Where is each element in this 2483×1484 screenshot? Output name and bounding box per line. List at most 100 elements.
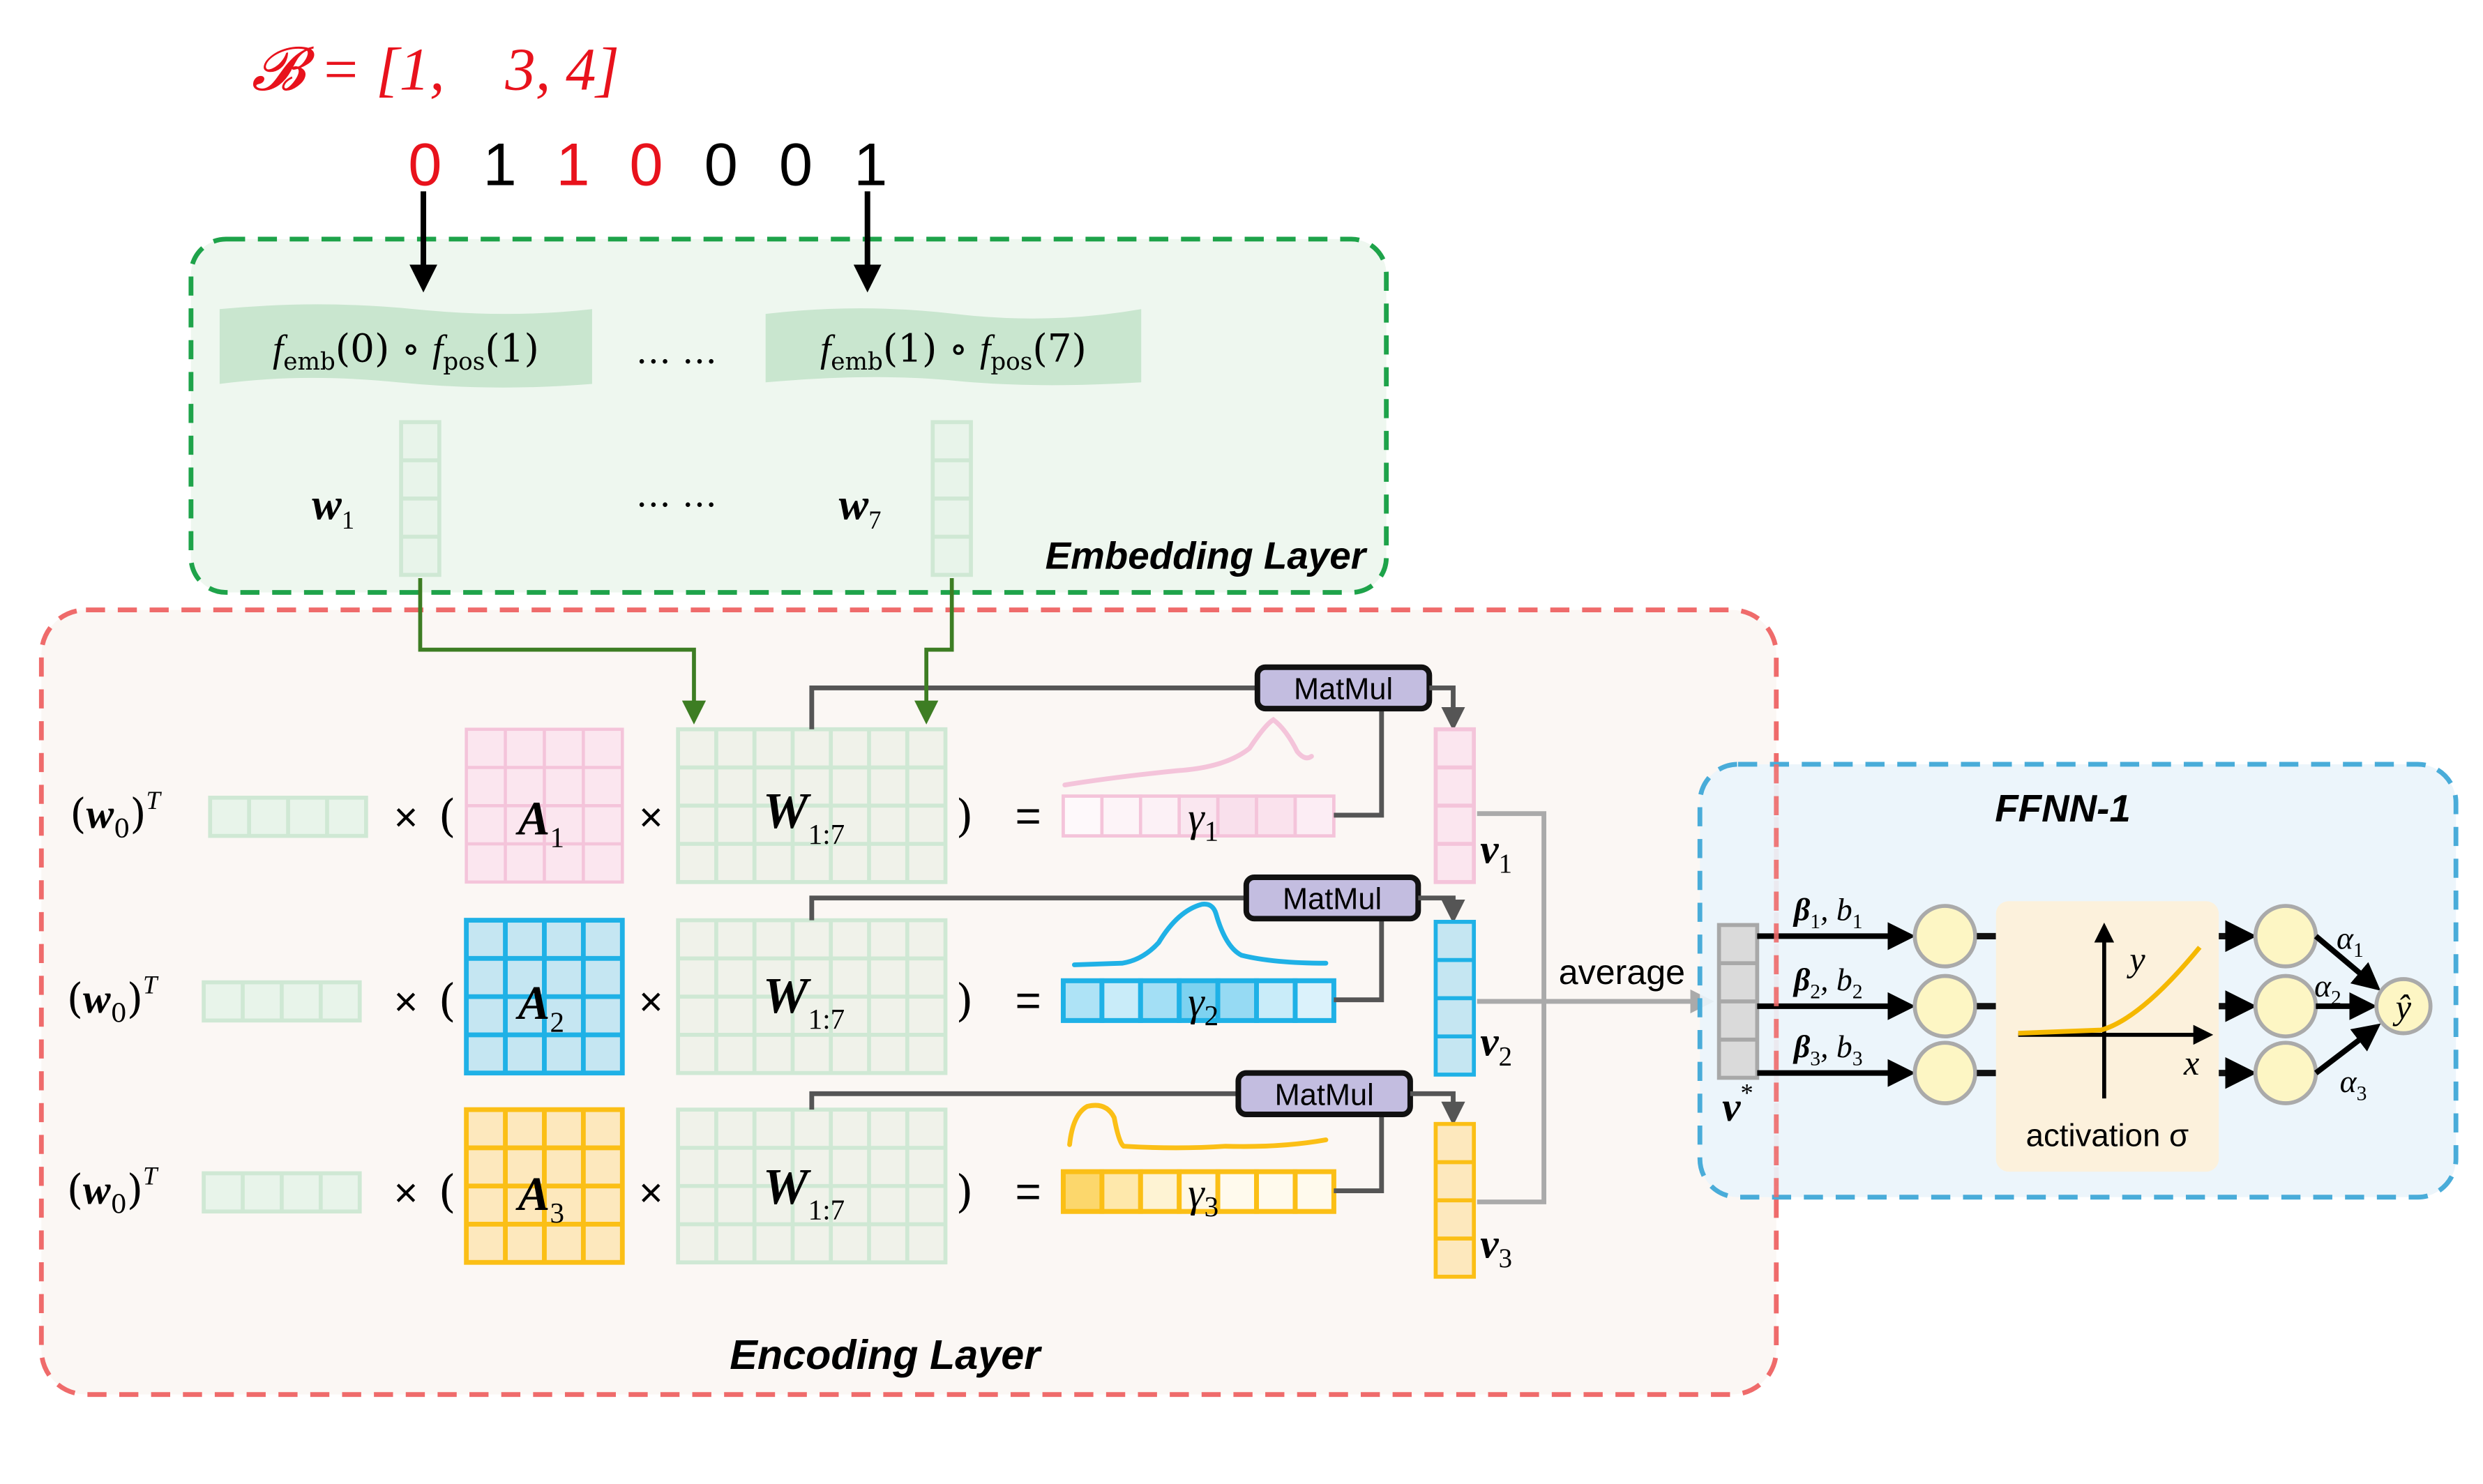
matrix-W	[676, 918, 948, 1075]
average-bracket	[1477, 811, 1547, 1204]
v-label: v3	[1480, 1220, 1512, 1273]
w-to-matmul-line	[809, 1091, 1239, 1110]
v-label: v2	[1480, 1019, 1512, 1072]
open-paren: (	[439, 791, 456, 842]
w0-transpose-label: (w0)T	[67, 971, 159, 1029]
matmul-to-v-arrow	[1410, 1091, 1465, 1126]
bit-digit: 0	[629, 131, 663, 198]
set-label: 𝓑 = [1, 3, 4]	[252, 36, 620, 103]
ffnn-input-3: β3, b3	[1757, 1029, 1996, 1105]
gamma-cell	[1177, 978, 1221, 1023]
gamma-cell	[1255, 794, 1297, 838]
gamma-vector-1	[1062, 794, 1336, 838]
embedding-to-w-arrow-last	[914, 577, 954, 725]
gamma-vector-2	[1060, 978, 1336, 1023]
hidden-node	[1912, 974, 1977, 1039]
w0-transpose-label: (w0)T	[67, 1161, 159, 1219]
activation-box: y x activation σ	[1995, 901, 2219, 1172]
ffnn-outputs: α1 α2 α3	[2219, 904, 2381, 1105]
gamma-cell	[1099, 1169, 1143, 1214]
v-star-vector	[1716, 923, 1760, 1080]
gamma-cell	[1254, 1169, 1298, 1214]
output-node	[2374, 977, 2433, 1036]
gamma-cell	[1293, 794, 1336, 838]
alpha-arrow	[2314, 1023, 2381, 1075]
matmul-to-v-arrow	[1429, 685, 1465, 732]
v-star-label: v*	[1722, 1079, 1753, 1130]
matrix-W-label: W1:7	[763, 1158, 845, 1226]
times-symbol: ×	[639, 978, 663, 1025]
average-connector: average	[1477, 811, 1714, 1204]
attention-curve	[1067, 1103, 1329, 1151]
times-symbol: ×	[639, 794, 663, 840]
ellipsis-top: … …	[636, 331, 717, 372]
times-symbol: ×	[394, 978, 418, 1025]
matrix-A2	[464, 918, 625, 1076]
ffnn-title: FFNN-1	[1995, 787, 2131, 830]
gamma-cell	[1100, 794, 1142, 838]
hidden-node	[1912, 1040, 1977, 1105]
matrix-W	[676, 1107, 948, 1265]
v3-vector	[1433, 1121, 1477, 1279]
equals-sign: =	[1016, 1166, 1041, 1216]
matmul-to-v-arrow	[1418, 895, 1465, 924]
attention-curve	[1062, 716, 1314, 788]
ffnn-output-2: α2	[2219, 968, 2378, 1039]
gamma-cell	[1215, 978, 1259, 1023]
matrix-A1	[465, 727, 624, 884]
matrix-W-label: W1:7	[763, 967, 845, 1035]
matmul-label: MatMul	[1294, 672, 1393, 706]
gamma-to-matmul-line	[1334, 917, 1384, 1003]
w0-vector	[202, 1171, 362, 1214]
w0-vector	[208, 796, 368, 838]
gamma-to-matmul-line	[1334, 706, 1384, 818]
close-paren: )	[956, 976, 973, 1027]
embedding-formula-last: femb(1) ∘ fpos(7)	[820, 326, 1087, 376]
beta-bias-label: β2, b2	[1793, 962, 1863, 1003]
embedding-layer-title: Embedding Layer	[1046, 533, 1368, 577]
gamma-cell	[1138, 978, 1182, 1023]
matmul-block: MatMul	[1243, 874, 1421, 922]
bit-digit: 1	[483, 131, 516, 198]
alpha-label: α3	[2340, 1063, 2367, 1105]
open-paren: (	[439, 976, 456, 1027]
gamma-cell	[1138, 1169, 1182, 1214]
times-symbol: ×	[394, 794, 418, 840]
axis-x-label: x	[2183, 1043, 2199, 1082]
activation-curve	[2018, 946, 2202, 1036]
alpha-label: α2	[2314, 968, 2341, 1009]
encoding-layer: Encoding Layer (w0)T×(A1×W1:7)=γ1MatMulv…	[38, 607, 1779, 1398]
bit-digit: 0	[408, 131, 441, 198]
times-symbol: ×	[639, 1169, 663, 1216]
close-paren: )	[956, 791, 973, 842]
gamma-cell	[1216, 794, 1258, 838]
w-first-label: w1	[312, 480, 354, 535]
output-hidden-node	[2253, 974, 2318, 1039]
w-to-matmul-line	[809, 685, 1258, 729]
alpha-arrow	[2314, 934, 2381, 991]
hidden-node	[1912, 904, 1977, 969]
matrix-A3	[464, 1107, 625, 1265]
ffnn-input-2: β2, b2	[1757, 962, 1996, 1039]
gamma-cell	[1060, 1169, 1105, 1214]
matrix-A-label: A3	[515, 1167, 564, 1229]
times-symbol: ×	[394, 1169, 418, 1216]
gamma-cell	[1060, 978, 1105, 1023]
bit-digit: 0	[779, 131, 813, 198]
w0-vector	[202, 980, 362, 1023]
bit-digit: 1	[854, 131, 887, 198]
output-hidden-node	[2253, 1040, 2318, 1105]
embedding-layer: Embedding Layer femb(0) ∘ fpos(1) … … fe…	[188, 191, 1389, 595]
w-last-label: w7	[839, 480, 882, 535]
v1-vector	[1433, 727, 1477, 884]
alpha-label: α1	[2337, 921, 2364, 962]
matrix-A-label: A1	[515, 792, 564, 853]
gamma-cell	[1138, 794, 1181, 838]
embedding-box-last: femb(1) ∘ fpos(7)	[765, 308, 1142, 386]
